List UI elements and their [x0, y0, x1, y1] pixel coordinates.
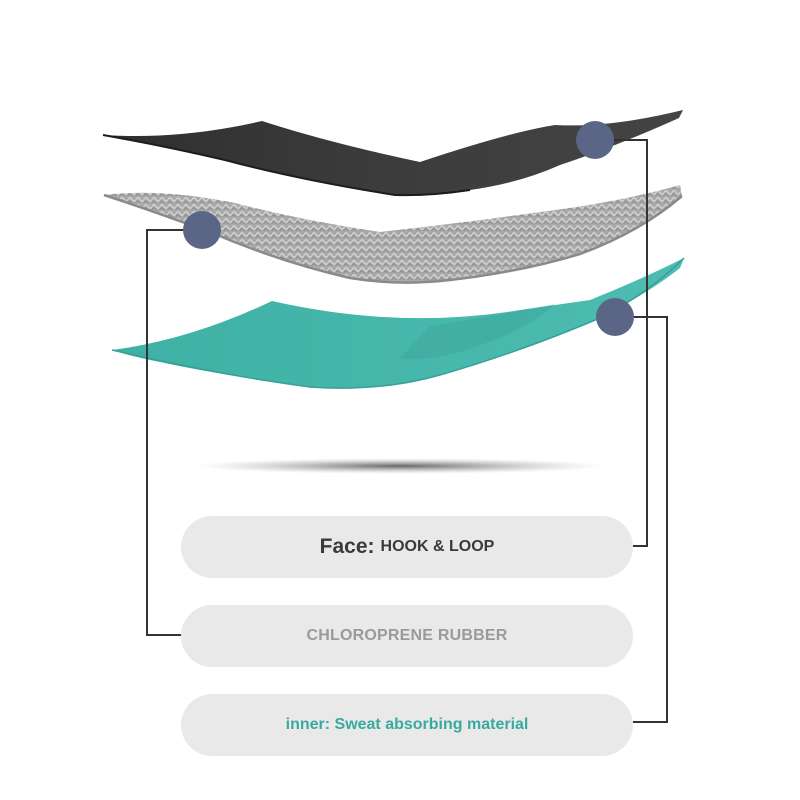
inner-marker — [596, 298, 634, 336]
inner-connector-line — [615, 316, 668, 723]
face-label-prefix: Face: — [319, 535, 375, 558]
face-layer-sheet — [102, 110, 683, 197]
ground-shadow — [190, 458, 610, 474]
rubber-label-text: CHLOROPRENE RUBBER — [306, 627, 508, 644]
face-label: Face: HOOK & LOOP — [181, 516, 633, 578]
rubber-connector-line — [146, 229, 202, 636]
rubber-label: CHLOROPRENE RUBBER — [181, 605, 633, 667]
inner-label-text: inner: Sweat absorbing material — [285, 716, 529, 733]
face-label-text: HOOK & LOOP — [380, 538, 495, 555]
face-connector-line — [595, 139, 648, 547]
inner-label: inner: Sweat absorbing material — [181, 694, 633, 756]
rubber-marker — [183, 211, 221, 249]
face-marker — [576, 121, 614, 159]
